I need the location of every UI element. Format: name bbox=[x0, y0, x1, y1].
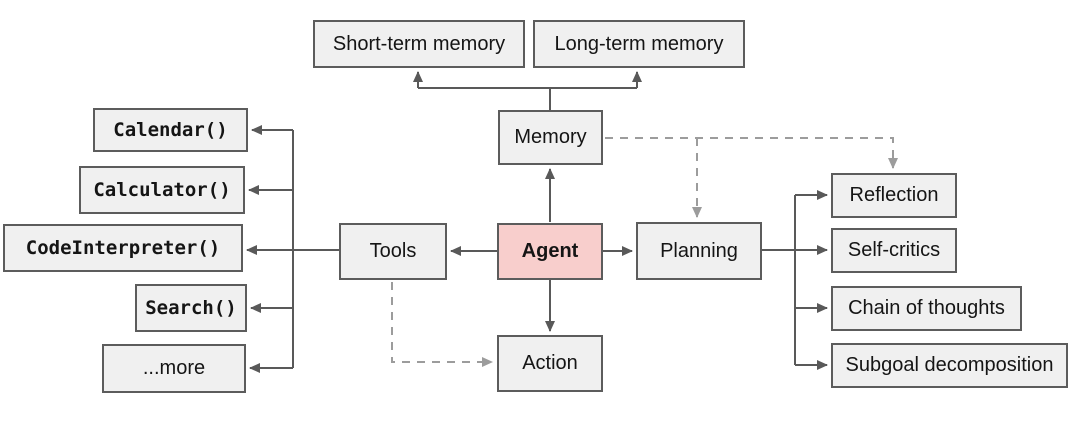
node-search-label: Search() bbox=[145, 297, 237, 319]
node-planning-label: Planning bbox=[660, 239, 738, 262]
node-tools: Tools bbox=[339, 223, 447, 280]
node-chain-of-thoughts: Chain of thoughts bbox=[831, 286, 1022, 331]
node-more-label: ...more bbox=[142, 357, 206, 379]
node-code-interpreter: CodeInterpreter() bbox=[3, 224, 243, 272]
node-planning: Planning bbox=[636, 222, 762, 280]
node-self-critics: Self-critics bbox=[831, 228, 957, 273]
node-code-interpreter-label: CodeInterpreter() bbox=[25, 237, 221, 259]
node-self-critics-label: Self-critics bbox=[847, 239, 941, 261]
node-short-term-memory-label: Short-term memory bbox=[332, 32, 506, 55]
node-chain-of-thoughts-label: Chain of thoughts bbox=[848, 297, 1005, 319]
edge-tools-action-dashed bbox=[391, 282, 493, 367]
edge-memory-branch bbox=[418, 87, 637, 110]
node-agent: Agent bbox=[497, 223, 603, 280]
node-action-label: Action bbox=[522, 352, 578, 374]
node-long-term-memory: Long-term memory bbox=[533, 20, 745, 68]
node-agent-label: Agent bbox=[521, 240, 579, 262]
node-reflection-label: Reflection bbox=[849, 184, 939, 206]
node-subgoal-decomposition-label: Subgoal decomposition bbox=[845, 354, 1054, 376]
edge-tools-trunk bbox=[292, 130, 339, 368]
node-search: Search() bbox=[135, 284, 247, 332]
node-more: ...more bbox=[102, 344, 246, 393]
node-calculator: Calculator() bbox=[79, 166, 245, 214]
edge-planning-trunk bbox=[762, 195, 796, 365]
node-short-term-memory: Short-term memory bbox=[313, 20, 525, 68]
node-tools-label: Tools bbox=[369, 240, 417, 262]
node-memory: Memory bbox=[498, 110, 603, 165]
node-action: Action bbox=[497, 335, 603, 392]
node-calendar: Calendar() bbox=[93, 108, 248, 152]
node-calendar-label: Calendar() bbox=[113, 119, 228, 141]
node-subgoal-decomposition: Subgoal decomposition bbox=[831, 343, 1068, 388]
edge-memory-reflection-dashed bbox=[605, 137, 898, 169]
node-long-term-memory-label: Long-term memory bbox=[554, 32, 724, 55]
node-calculator-label: Calculator() bbox=[93, 179, 231, 201]
node-reflection: Reflection bbox=[831, 173, 957, 218]
node-memory-label: Memory bbox=[514, 126, 587, 148]
